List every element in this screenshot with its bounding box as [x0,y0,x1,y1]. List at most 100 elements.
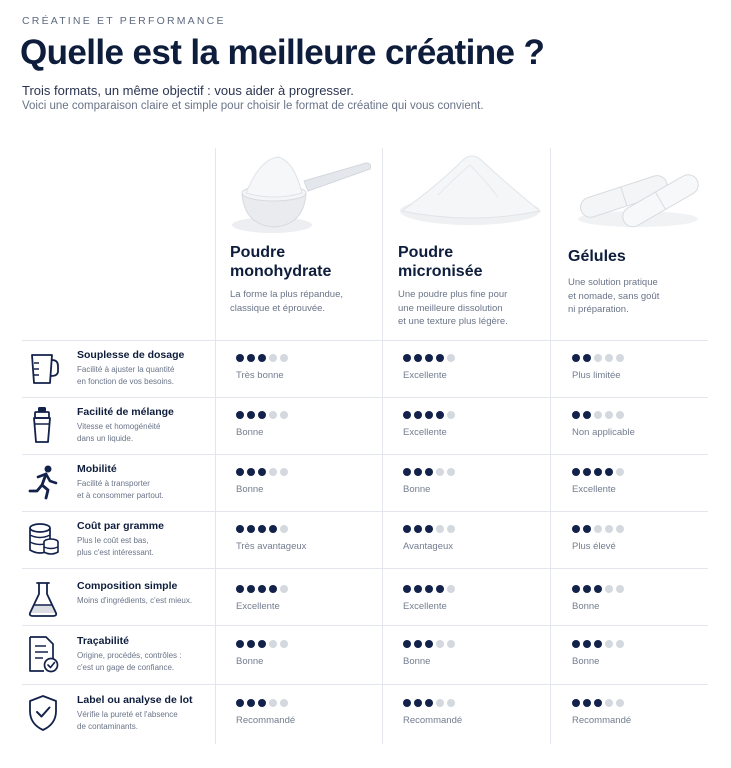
criterion-title: Coût par gramme [77,520,164,532]
rating-dot-filled [236,411,244,419]
criterion-title: Mobilité [77,463,117,475]
rating-dot-empty [447,468,455,476]
rating-label: Excellente [403,427,447,438]
row-divider [22,340,708,341]
product-name: Poudre monohydrate [230,244,332,280]
rating-label: Bonne [403,484,431,495]
rating-dots [572,354,624,363]
rating-dot-empty [436,468,444,476]
rating-dot-empty [447,585,455,593]
rating-cell: Recommandé [403,699,553,739]
rating-dot-empty [605,640,613,648]
capsules-image [578,174,699,228]
rating-cell: Bonne [572,640,722,680]
criterion-title: Facilité de mélange [77,406,174,418]
rating-dots [403,699,455,708]
powder-scoop-image [232,156,371,233]
rating-cell: Non applicable [572,411,722,451]
criterion-description: Vérifie la pureté et l'absence de contam… [77,710,178,731]
rating-cell: Très bonne [236,354,386,394]
rating-dot-filled [403,525,411,533]
rating-dot-filled [583,640,591,648]
product-name: Gélules [568,248,626,265]
rating-cell: Plus élevé [572,525,722,565]
rating-dot-empty [605,699,613,707]
rating-label: Plus élevé [572,541,616,552]
rating-dot-filled [236,699,244,707]
rating-dot-filled [403,354,411,362]
rating-dot-filled [247,525,255,533]
rating-dot-empty [280,411,288,419]
row-divider [22,568,708,569]
rating-dot-filled [236,640,244,648]
criterion-title: Label ou analyse de lot [77,694,193,706]
rating-dot-empty [616,585,624,593]
rating-dot-empty [605,411,613,419]
rating-dot-filled [436,354,444,362]
rating-dot-filled [403,411,411,419]
rating-dot-empty [269,468,277,476]
rating-dot-filled [572,699,580,707]
rating-cell: Très avantageux [236,525,386,565]
rating-dot-filled [258,585,266,593]
rating-dots [236,640,288,649]
rating-label: Recommandé [572,715,632,726]
rating-cell: Excellente [572,468,722,508]
rating-label: Bonne [572,656,600,667]
rating-dot-empty [280,699,288,707]
product-description: Une solution pratique et nomade, sans go… [568,277,660,315]
rating-label: Recommandé [236,715,296,726]
column-divider [215,148,216,744]
rating-label: Avantageux [403,541,454,552]
row-divider [22,511,708,512]
rating-dots [236,585,288,594]
eyebrow: CRÉATINE ET PERFORMANCE [22,15,226,27]
rating-label: Non applicable [572,427,635,438]
rating-dot-filled [414,699,422,707]
rating-dot-filled [236,354,244,362]
rating-dot-filled [258,699,266,707]
rating-label: Très bonne [236,370,284,381]
rating-dot-empty [269,411,277,419]
rating-dots [572,525,624,534]
rating-dot-filled [594,699,602,707]
rating-dots [236,411,288,420]
coin-stack-icon [26,520,60,558]
product-description: Une poudre plus fine pour une meilleure … [398,289,508,327]
shaker-icon [26,406,60,444]
rating-dot-filled [414,585,422,593]
rating-dot-empty [616,699,624,707]
page-subtitle: Trois formats, un même objectif : vous a… [22,83,354,98]
rating-dot-filled [572,640,580,648]
rating-dot-empty [447,640,455,648]
rating-dot-filled [403,585,411,593]
criterion-description: Vitesse et homogénéité dans un liquide. [77,422,161,443]
product-description: La forme la plus répandue, classique et … [230,289,344,314]
shield-check-icon [26,694,60,732]
rating-label: Bonne [572,601,600,612]
rating-dot-empty [436,640,444,648]
rating-dot-empty [616,411,624,419]
rating-dot-empty [594,411,602,419]
rating-dot-filled [258,468,266,476]
column-divider [382,148,383,744]
rating-dot-filled [572,411,580,419]
rating-dots [236,468,288,477]
rating-dot-filled [594,468,602,476]
page-title: Quelle est la meilleure créatine ? [20,33,545,72]
rating-dot-filled [247,585,255,593]
criterion-title: Souplesse de dosage [77,349,185,361]
row-divider [22,397,708,398]
rating-dot-filled [258,411,266,419]
flask-icon [26,580,60,618]
rating-dot-filled [258,525,266,533]
column-divider [550,148,551,744]
rating-dot-empty [616,525,624,533]
row-divider [22,625,708,626]
rating-dot-filled [425,354,433,362]
rating-dot-empty [280,468,288,476]
rating-dot-filled [425,411,433,419]
rating-dot-empty [594,354,602,362]
